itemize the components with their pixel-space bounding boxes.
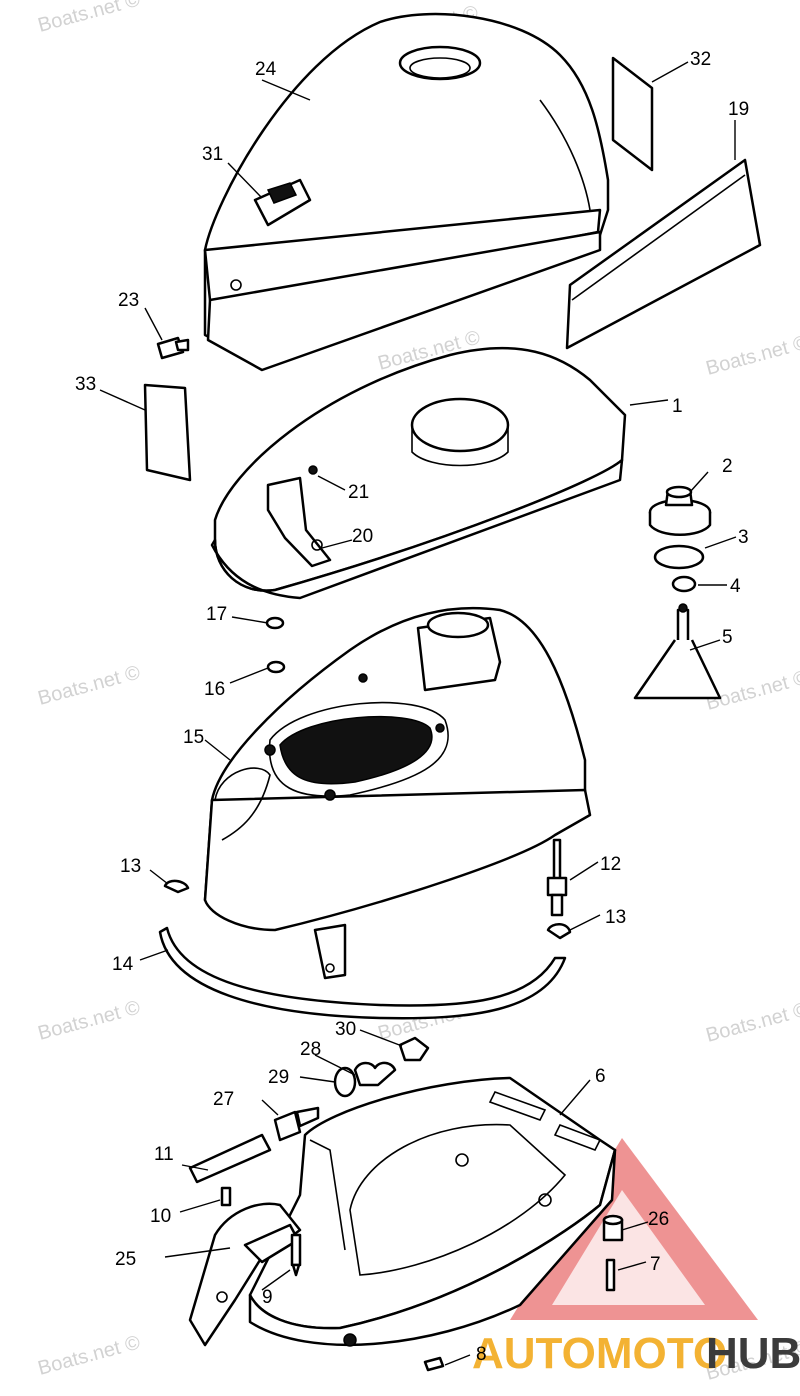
part-3-o-ring bbox=[653, 544, 705, 570]
logo-text-hub: HUB bbox=[706, 1329, 800, 1378]
part-5-stand bbox=[633, 603, 722, 700]
watermark-10: Boats.net © bbox=[704, 998, 800, 1046]
callout-25: 25 bbox=[115, 1249, 136, 1270]
callout-24: 24 bbox=[255, 59, 277, 80]
part-12-stud bbox=[546, 838, 568, 917]
part-6-lower-pan bbox=[248, 1076, 617, 1347]
callout-21: 21 bbox=[348, 482, 369, 503]
watermark-11: Boats.net © bbox=[36, 1331, 143, 1379]
logo-text-automoto: AUTOMOTO bbox=[472, 1329, 727, 1378]
part-13-clip-left bbox=[163, 879, 190, 894]
callout-13-right: 13 bbox=[605, 907, 626, 928]
watermark-1: Boats.net © bbox=[36, 0, 143, 37]
callout-26: 26 bbox=[648, 1209, 669, 1230]
callout-3: 3 bbox=[738, 527, 749, 548]
part-9-pin bbox=[290, 1233, 302, 1267]
part-9-pin-tip bbox=[291, 1263, 301, 1277]
callout-19: 19 bbox=[728, 99, 749, 120]
callout-33: 33 bbox=[75, 374, 96, 395]
part-7-bolt bbox=[605, 1258, 616, 1292]
watermark-8: Boats.net © bbox=[36, 996, 143, 1044]
part-4-grommet bbox=[671, 575, 697, 593]
part-13-clip-right bbox=[546, 923, 572, 940]
callout-6: 6 bbox=[595, 1066, 606, 1087]
callout-13-left: 13 bbox=[120, 856, 141, 877]
callout-11: 11 bbox=[154, 1144, 174, 1165]
watermark-5: Boats.net © bbox=[36, 661, 143, 709]
part-11-decal bbox=[188, 1133, 272, 1184]
callout-20: 20 bbox=[352, 526, 373, 547]
part-27-screw bbox=[273, 1106, 320, 1142]
callout-14: 14 bbox=[112, 954, 134, 975]
callout-2: 2 bbox=[722, 456, 733, 477]
callout-1: 1 bbox=[672, 396, 683, 417]
part-28-spring bbox=[353, 1061, 397, 1087]
part-10-pin bbox=[220, 1186, 232, 1207]
automotohub-logo: AUTOMOTO HUB bbox=[472, 1138, 800, 1378]
callout-7: 7 bbox=[650, 1254, 661, 1275]
part-24-top-cowl bbox=[203, 12, 610, 372]
part-2-fuel-cap bbox=[648, 485, 712, 536]
callout-16: 16 bbox=[204, 679, 225, 700]
leader-lines bbox=[99, 61, 737, 1366]
part-25-bracket bbox=[188, 1202, 302, 1347]
part-31-guide bbox=[253, 178, 312, 227]
callout-30: 30 bbox=[335, 1019, 356, 1040]
watermark-4: Boats.net © bbox=[704, 331, 800, 379]
callout-4: 4 bbox=[730, 576, 741, 597]
part-30-nut bbox=[398, 1036, 430, 1062]
callout-27: 27 bbox=[213, 1089, 234, 1110]
callout-32: 32 bbox=[690, 49, 711, 70]
part-29-washer bbox=[333, 1066, 357, 1098]
callout-8: 8 bbox=[476, 1344, 487, 1365]
callout-17: 17 bbox=[206, 604, 227, 625]
part-15-fuel-tank bbox=[203, 606, 592, 980]
callout-10: 10 bbox=[150, 1206, 171, 1227]
part-33-decal bbox=[143, 383, 192, 482]
callout-28: 28 bbox=[300, 1039, 321, 1060]
callout-labels: 1 2 3 4 5 6 7 8 9 10 11 12 13 13 14 15 1… bbox=[75, 49, 749, 1365]
callout-5: 5 bbox=[722, 627, 733, 648]
part-32-decal bbox=[611, 56, 654, 172]
part-14-seal bbox=[158, 926, 567, 1020]
part-26-knob bbox=[602, 1214, 624, 1242]
callout-23: 23 bbox=[118, 290, 139, 311]
part-8-clip bbox=[423, 1356, 445, 1372]
callout-31: 31 bbox=[202, 144, 223, 165]
part-23-screw bbox=[156, 336, 190, 360]
callout-9: 9 bbox=[262, 1287, 273, 1308]
watermark-7: Boats.net © bbox=[704, 666, 800, 714]
callout-15: 15 bbox=[183, 727, 204, 748]
callout-12: 12 bbox=[600, 854, 621, 875]
callout-29: 29 bbox=[268, 1067, 289, 1088]
part-16-nut bbox=[266, 660, 286, 674]
part-17-washer bbox=[265, 616, 285, 630]
logo-triangle-inner bbox=[552, 1190, 705, 1305]
part-1-cowl-base bbox=[210, 346, 627, 600]
part-19-side-decal bbox=[565, 158, 762, 350]
